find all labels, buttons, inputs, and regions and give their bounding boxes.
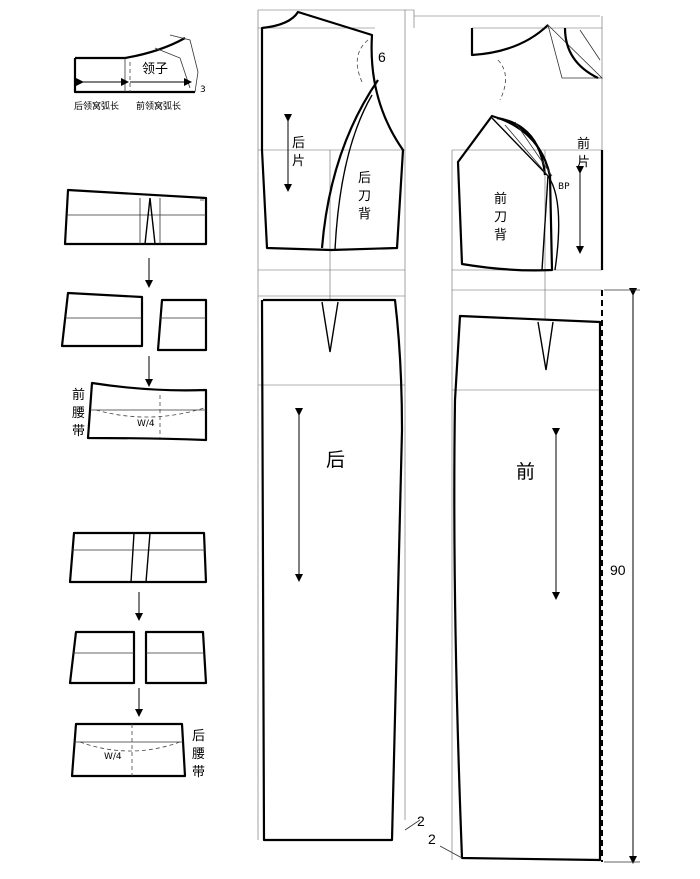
two-label-b: 2 (428, 831, 436, 847)
back-waistband-char-2: 腰 (192, 747, 205, 762)
front-skirt-diagram: 前 2 (428, 290, 603, 862)
back-waistband-char-1: 后 (192, 729, 205, 744)
front-bodice-diagram: 前 片 前 刀 背 BP (451, 16, 604, 860)
back-waistband-diagram: W/4 后 腰 带 (68, 531, 208, 780)
back-piece-char-1: 后 (292, 136, 305, 151)
front-waistband-diagram: 前 腰 带 W/4 (60, 188, 208, 442)
front-side-char-3: 背 (494, 228, 507, 243)
back-side-char-2: 刀 (358, 189, 371, 204)
back-piece-char-2: 片 (292, 154, 305, 169)
two-label-a: 2 (417, 813, 425, 829)
length-label: 90 (610, 562, 626, 578)
bp-label: BP (558, 182, 570, 192)
back-bodice-diagram: 后 片 后 刀 背 6 (257, 9, 600, 840)
back-side-char-3: 背 (358, 207, 371, 222)
back-waistband-w4-label: W/4 (104, 752, 122, 762)
back-side-char-1: 后 (358, 171, 371, 186)
back-skirt-diagram: 后 2 (260, 298, 425, 842)
front-skirt-label: 前 (516, 461, 535, 483)
back-six-label: 6 (378, 49, 386, 65)
front-waistband-w4-label: W/4 (137, 419, 155, 429)
front-waistband-char-3: 带 (72, 424, 85, 439)
back-neck-arc-label: 后领窝弧长 (74, 100, 119, 112)
front-neck-arc-label: 前领窝弧长 (136, 100, 181, 112)
collar-num-label: 3 (200, 85, 206, 95)
front-side-char-1: 前 (494, 191, 507, 207)
front-side-char-2: 刀 (494, 210, 507, 225)
front-piece-char-2: 片 (577, 155, 590, 170)
collar-label: 领子 (142, 62, 168, 77)
length-dimension: 90 (604, 288, 640, 864)
front-waistband-char-2: 腰 (72, 406, 85, 421)
front-waistband-char-1: 前 (72, 387, 85, 403)
back-waistband-char-3: 带 (192, 765, 205, 780)
back-skirt-label: 后 (326, 449, 345, 471)
collar-diagram: 3 领子 后领窝弧长 前领窝弧长 (73, 34, 206, 112)
front-piece-char-1: 前 (577, 136, 590, 152)
